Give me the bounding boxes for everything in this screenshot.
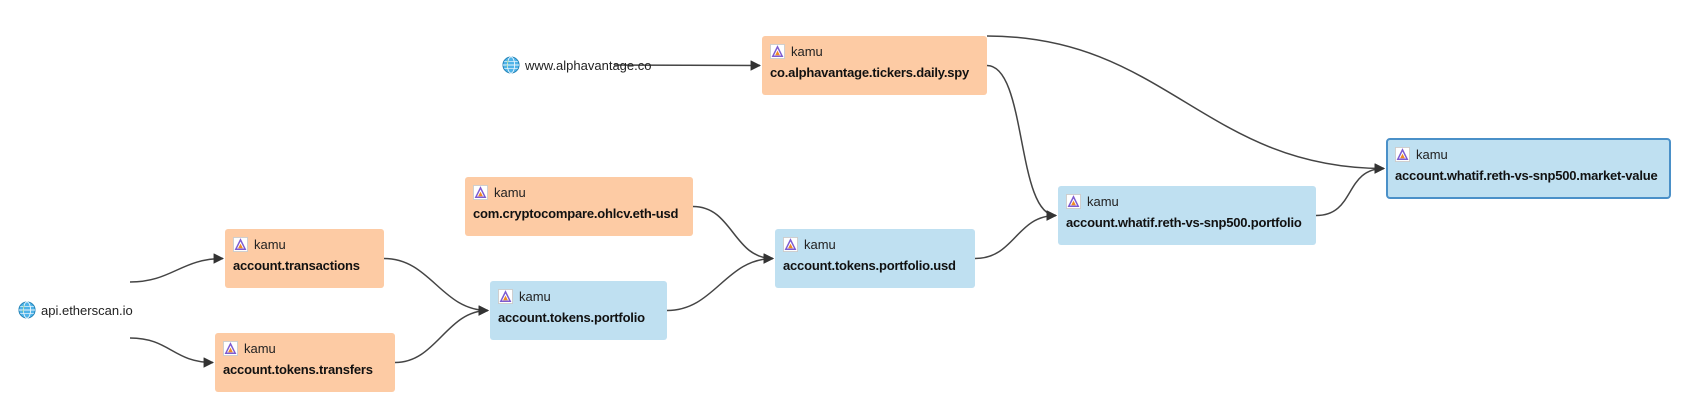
dataset-name: account.whatif.reth-vs-snp500.portfolio [1066, 215, 1302, 230]
edge-etherscan-to-transfers [129, 337, 215, 368]
source-label: api.etherscan.io [41, 302, 133, 318]
dataset-node-portfolio-usd[interactable]: kamu account.tokens.portfolio.usd [775, 229, 975, 288]
dataset-name: account.transactions [233, 258, 360, 273]
owner-label: kamu [791, 43, 823, 59]
edge-whatif_portfolio-to-market_value [1315, 163, 1386, 217]
owner-label: kamu [244, 340, 276, 356]
kamu-logo-icon [233, 236, 248, 252]
owner-label: kamu [1416, 146, 1448, 162]
owner-label: kamu [804, 236, 836, 252]
kamu-logo-icon [770, 43, 785, 59]
kamu-logo-icon [223, 340, 238, 356]
edge-transfers-to-portfolio [394, 305, 490, 364]
kamu-logo-icon [1395, 146, 1410, 162]
dataset-name: account.whatif.reth-vs-snp500.market-val… [1395, 168, 1658, 183]
dataset-node-portfolio[interactable]: kamu account.tokens.portfolio [490, 281, 667, 340]
dataset-node-transactions[interactable]: kamu account.transactions [225, 229, 384, 288]
source-etherscan[interactable]: api.etherscan.io [18, 300, 133, 320]
edge-spy-to-market_value [986, 35, 1386, 174]
kamu-logo-icon [783, 236, 798, 252]
dataset-node-cryptocompare[interactable]: kamu com.cryptocompare.ohlcv.eth-usd [465, 177, 693, 236]
edge-transactions-to-portfolio [383, 257, 490, 316]
kamu-logo-icon [1066, 193, 1081, 209]
dataset-name: account.tokens.portfolio [498, 310, 645, 325]
owner-label: kamu [254, 236, 286, 252]
owner-label: kamu [519, 288, 551, 304]
owner-label: kamu [494, 184, 526, 200]
dataset-node-transfers[interactable]: kamu account.tokens.transfers [215, 333, 395, 392]
edge-alphavantage-to-spy [613, 60, 762, 71]
dataset-name: account.tokens.portfolio.usd [783, 258, 956, 273]
dataset-name: account.tokens.transfers [223, 362, 373, 377]
source-label: www.alphavantage.co [525, 57, 652, 73]
edge-portfolio-to-portfolio_usd [666, 253, 775, 312]
dataset-name: com.cryptocompare.ohlcv.eth-usd [473, 206, 679, 221]
owner-label: kamu [1087, 193, 1119, 209]
dataset-node-whatif-portfolio[interactable]: kamu account.whatif.reth-vs-snp500.portf… [1058, 186, 1316, 245]
source-alphavantage[interactable]: www.alphavantage.co [502, 55, 651, 75]
dataset-node-spy[interactable]: kamu co.alphavantage.tickers.daily.spy [762, 36, 987, 95]
globe-icon [502, 56, 520, 74]
edge-etherscan-to-transactions [129, 253, 225, 283]
edge-portfolio_usd-to-whatif_portfolio [974, 210, 1058, 260]
dataset-node-market-value[interactable]: kamu account.whatif.reth-vs-snp500.marke… [1386, 138, 1671, 199]
edge-cryptocompare-to-portfolio_usd [692, 205, 775, 264]
kamu-logo-icon [498, 288, 513, 304]
dataset-name: co.alphavantage.tickers.daily.spy [770, 65, 970, 80]
globe-icon [18, 301, 36, 319]
edge-spy-to-whatif_portfolio [986, 64, 1058, 221]
kamu-logo-icon [473, 184, 488, 200]
